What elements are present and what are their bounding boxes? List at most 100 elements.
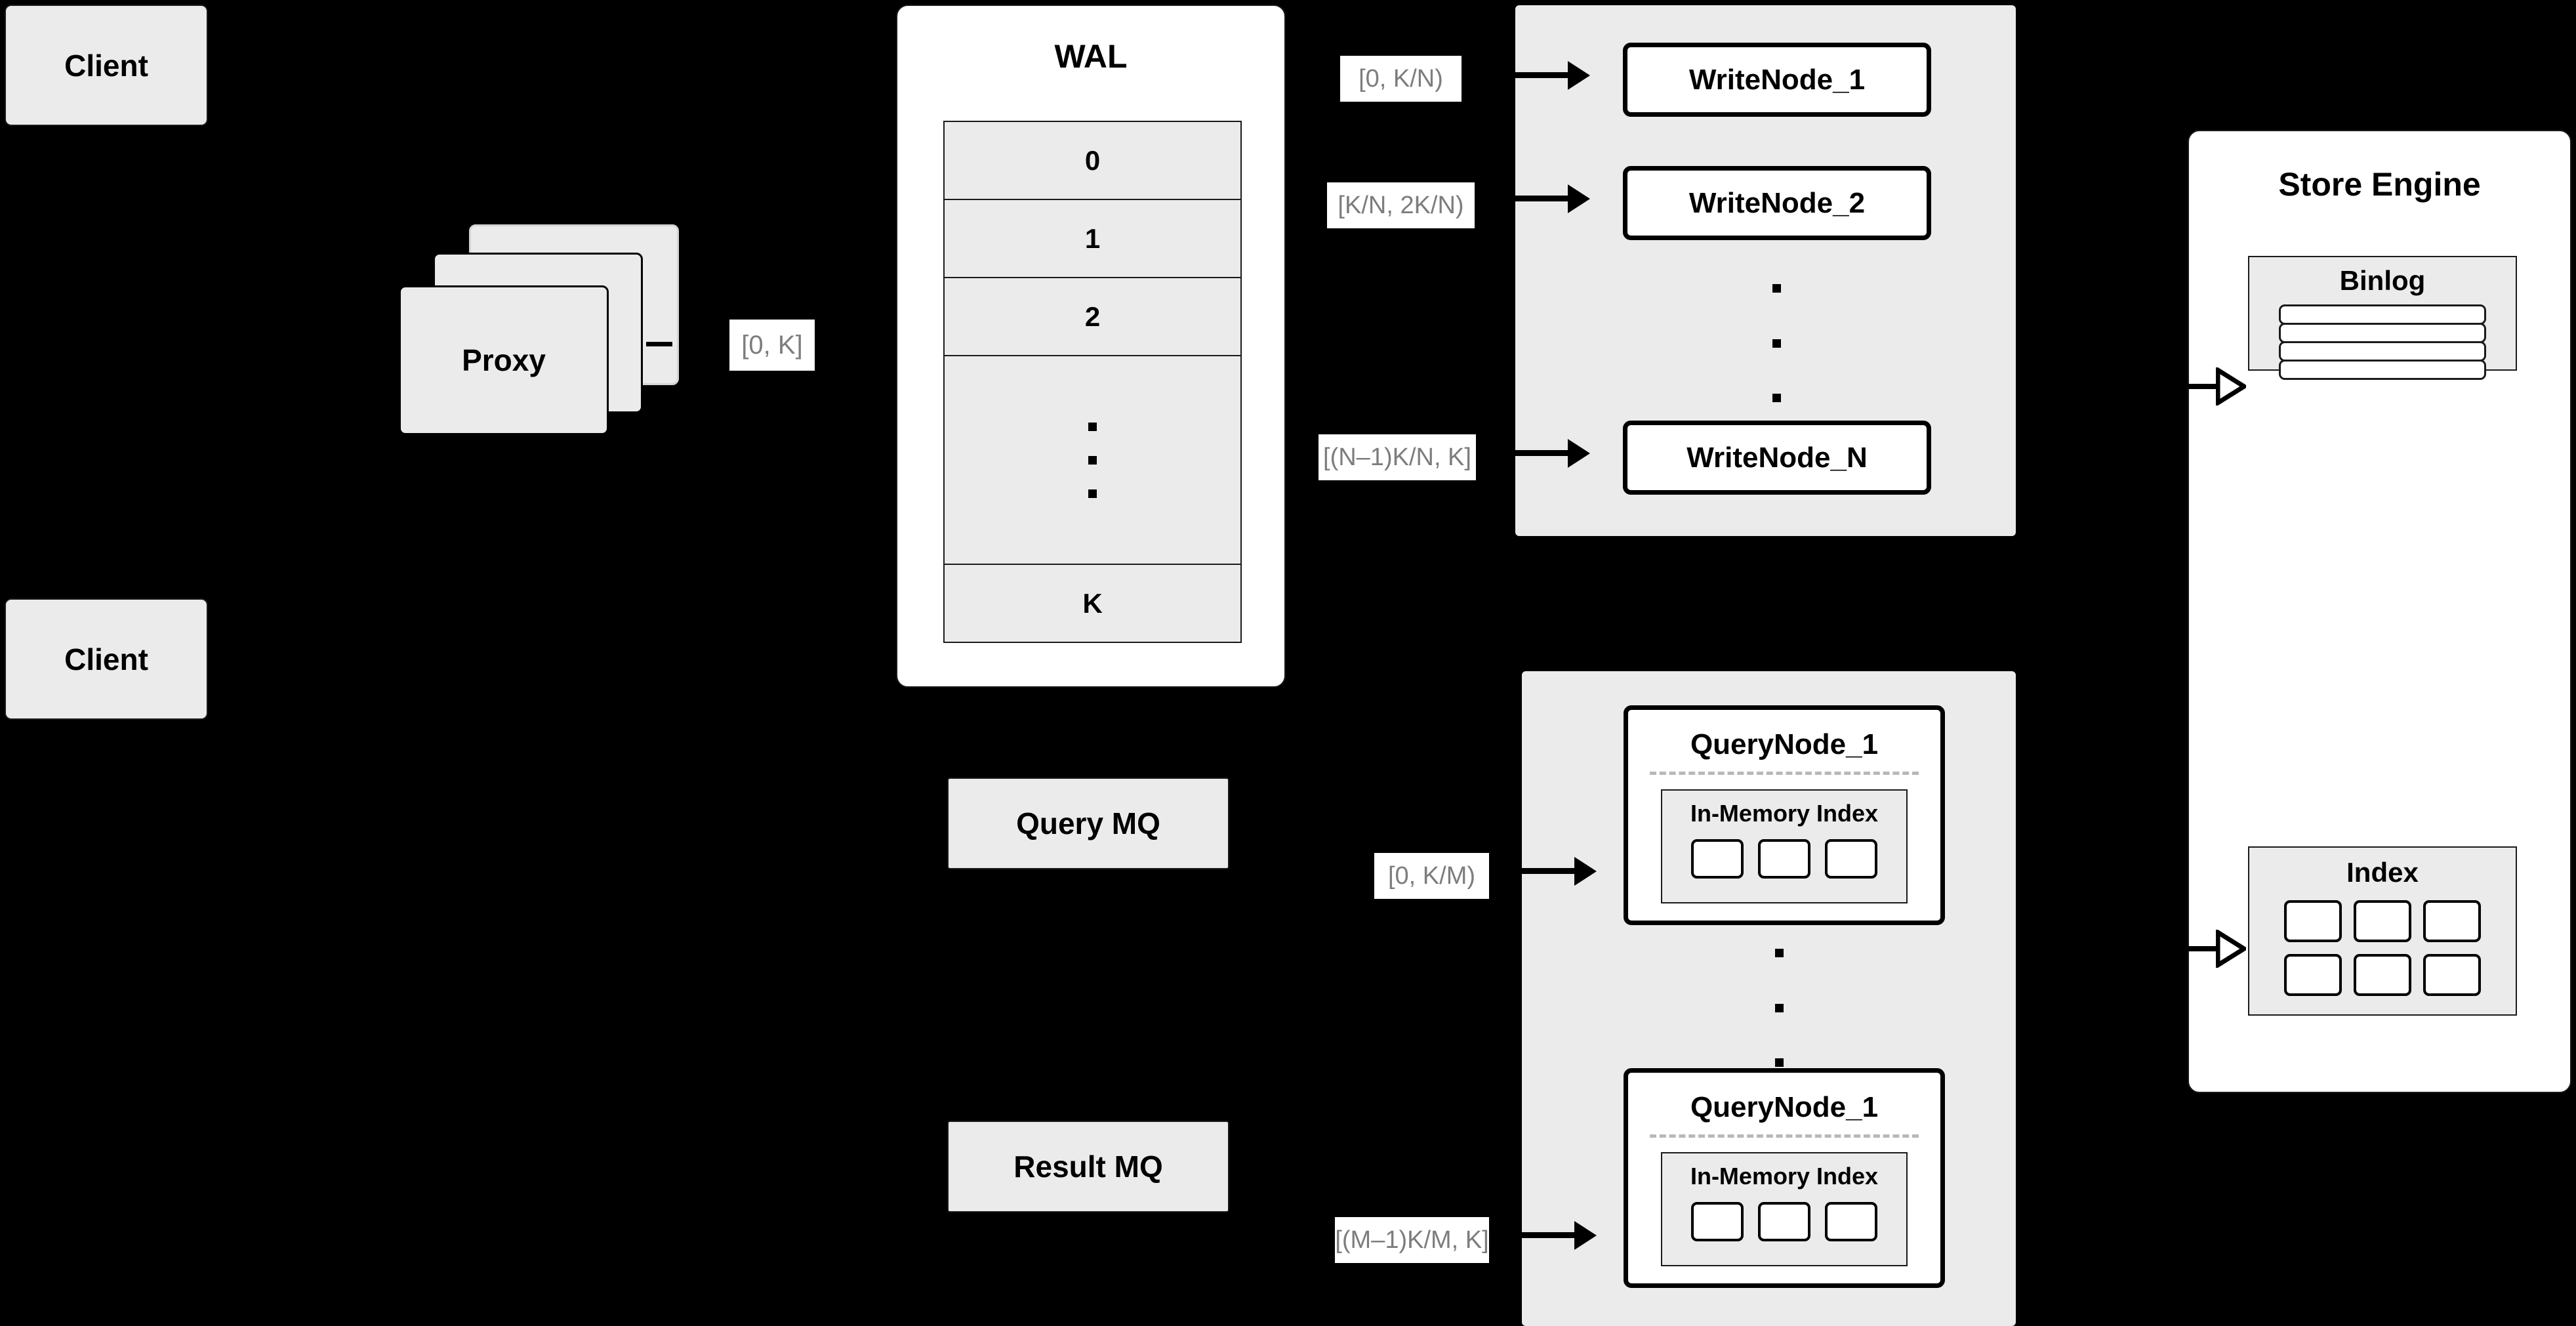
edge-label-writenode-1: [0, K/N)	[1340, 56, 1462, 102]
edge-label-proxy-wal: [0, K]	[729, 320, 815, 371]
query-node-2[interactable]: QueryNode_1 In-Memory Index	[1624, 1068, 1945, 1288]
arrow-line-binlog	[2184, 384, 2224, 389]
ellipsis-dot	[1772, 394, 1781, 402]
arrow-head-querynode-2	[1574, 1221, 1597, 1250]
ellipsis-dot	[1774, 949, 1784, 957]
store-index-slot[interactable]	[2354, 900, 2411, 942]
binlog-row[interactable]	[2278, 304, 2487, 325]
edge-label-querynode-1: [0, K/M)	[1374, 853, 1489, 899]
client-label-1: Client	[64, 48, 148, 83]
write-node-2[interactable]: WriteNode_2	[1623, 166, 1931, 240]
proxy-to-wal-line	[646, 342, 672, 346]
proxy-stack[interactable]: Proxy	[380, 217, 722, 440]
result-mq-label: Result MQ	[1013, 1150, 1163, 1184]
ellipsis-dot	[1774, 1003, 1784, 1012]
ellipsis-dot	[1088, 455, 1097, 465]
store-index-slot[interactable]	[2423, 954, 2481, 996]
query-cluster-panel: QueryNode_1 In-Memory Index QueryNode_1	[1522, 671, 2016, 1326]
index-slot[interactable]	[1690, 839, 1744, 879]
index-slot[interactable]	[1757, 1202, 1810, 1241]
query-node-2-label: QueryNode_1	[1690, 1091, 1879, 1123]
binlog-panel: Binlog	[2248, 256, 2517, 380]
ellipsis-dot	[1772, 339, 1781, 348]
wal-row-label: 0	[1084, 144, 1101, 176]
wal-row-label: K	[1082, 587, 1103, 619]
write-node-1[interactable]: WriteNode_1	[1623, 43, 1931, 117]
index-slot[interactable]	[1690, 1202, 1744, 1241]
query-mq-label: Query MQ	[1016, 806, 1160, 840]
arrow-head-binlog-icon	[2216, 367, 2246, 405]
ellipsis-dot	[1088, 489, 1097, 498]
query-node-1-index: In-Memory Index	[1661, 789, 1908, 903]
wal-row-label: 2	[1084, 300, 1101, 332]
query-node-2-separator	[1650, 1134, 1919, 1138]
ellipsis-dot	[1774, 1058, 1784, 1067]
edge-label-writenode-n: [(N–1)K/N, K]	[1319, 434, 1476, 480]
index-slot[interactable]	[1824, 1202, 1877, 1241]
store-index-title: Index	[2346, 857, 2419, 888]
edge-label-writenode-1-text: [0, K/N)	[1359, 64, 1443, 93]
arrow-head-writenode-2	[1568, 184, 1590, 213]
wal-row[interactable]: 0	[943, 121, 1242, 200]
proxy-label: Proxy	[462, 343, 546, 377]
binlog-row[interactable]	[2278, 323, 2487, 343]
proxy-card-front[interactable]: Proxy	[399, 285, 609, 435]
arrow-line-writenode-2	[1481, 196, 1570, 201]
arrow-head-writenode-1	[1568, 61, 1590, 90]
store-index-panel: Index	[2248, 846, 2517, 1016]
edge-label-writenode-n-text: [(N–1)K/N, K]	[1323, 443, 1471, 471]
query-node-1-separator	[1650, 772, 1919, 775]
edge-label-querynode-2: [(M–1)K/M, K]	[1335, 1217, 1489, 1263]
wal-rows: 0 1 2 K	[943, 121, 1242, 643]
store-index-slot[interactable]	[2284, 954, 2342, 996]
result-mq-box[interactable]: Result MQ	[947, 1121, 1229, 1212]
arrow-line-writenode-1	[1481, 72, 1570, 78]
arrow-head-querynode-1	[1574, 857, 1597, 886]
query-node-1[interactable]: QueryNode_1 In-Memory Index	[1624, 705, 1945, 925]
arrow-line-store-index	[2184, 946, 2224, 951]
store-engine-title: Store Engine	[2278, 166, 2481, 203]
ellipsis-dot	[1772, 284, 1781, 293]
wal-row[interactable]: 1	[943, 199, 1242, 278]
wal-panel: WAL 0 1 2 K	[896, 5, 1286, 688]
edge-label-writenode-2-text: [K/N, 2K/N)	[1338, 191, 1464, 219]
client-box-2[interactable]: Client	[5, 598, 208, 720]
query-mq-box[interactable]: Query MQ	[947, 777, 1229, 869]
query-node-1-index-title: In-Memory Index	[1690, 800, 1879, 827]
arrow-head-store-index-icon	[2216, 930, 2246, 968]
wal-row[interactable]: 2	[943, 277, 1242, 356]
edge-label-querynode-1-text: [0, K/M)	[1387, 861, 1476, 890]
client-label-2: Client	[64, 642, 148, 676]
write-cluster-ellipsis	[1772, 284, 1781, 402]
edge-label-proxy-wal-text: [0, K]	[741, 330, 803, 360]
client-box-1[interactable]: Client	[5, 5, 208, 126]
arrow-line-querynode-1	[1490, 868, 1577, 874]
write-cluster-panel: WriteNode_1 WriteNode_2 WriteNode_N	[1515, 5, 2016, 536]
index-slot[interactable]	[1824, 839, 1877, 879]
store-index-slot[interactable]	[2423, 900, 2481, 942]
edge-label-writenode-2: [K/N, 2K/N)	[1327, 182, 1475, 228]
arrow-line-querynode-2	[1490, 1232, 1577, 1238]
store-index-slot[interactable]	[2354, 954, 2411, 996]
write-node-n-label: WriteNode_N	[1687, 441, 1868, 474]
edge-label-querynode-2-text: [(M–1)K/M, K]	[1335, 1226, 1489, 1254]
binlog-row[interactable]	[2278, 341, 2487, 362]
query-node-2-index-title: In-Memory Index	[1690, 1163, 1879, 1190]
index-slot[interactable]	[1757, 839, 1810, 879]
wal-title: WAL	[1054, 38, 1128, 75]
write-node-2-label: WriteNode_2	[1688, 186, 1866, 219]
ellipsis-dot	[1088, 422, 1097, 431]
write-node-n[interactable]: WriteNode_N	[1623, 421, 1931, 495]
query-cluster-ellipsis	[1774, 949, 1784, 1067]
wal-row-ellipsis	[943, 355, 1242, 565]
query-node-1-label: QueryNode_1	[1690, 728, 1879, 760]
store-engine-panel: Store Engine Binlog Index	[2188, 130, 2571, 1093]
store-index-slot[interactable]	[2284, 900, 2342, 942]
arrow-line-writenode-n	[1481, 450, 1570, 456]
wal-row[interactable]: K	[943, 564, 1242, 643]
arrow-head-writenode-n	[1568, 439, 1590, 468]
binlog-title: Binlog	[2339, 265, 2426, 296]
binlog-row[interactable]	[2278, 360, 2487, 380]
write-node-1-label: WriteNode_1	[1688, 63, 1866, 96]
